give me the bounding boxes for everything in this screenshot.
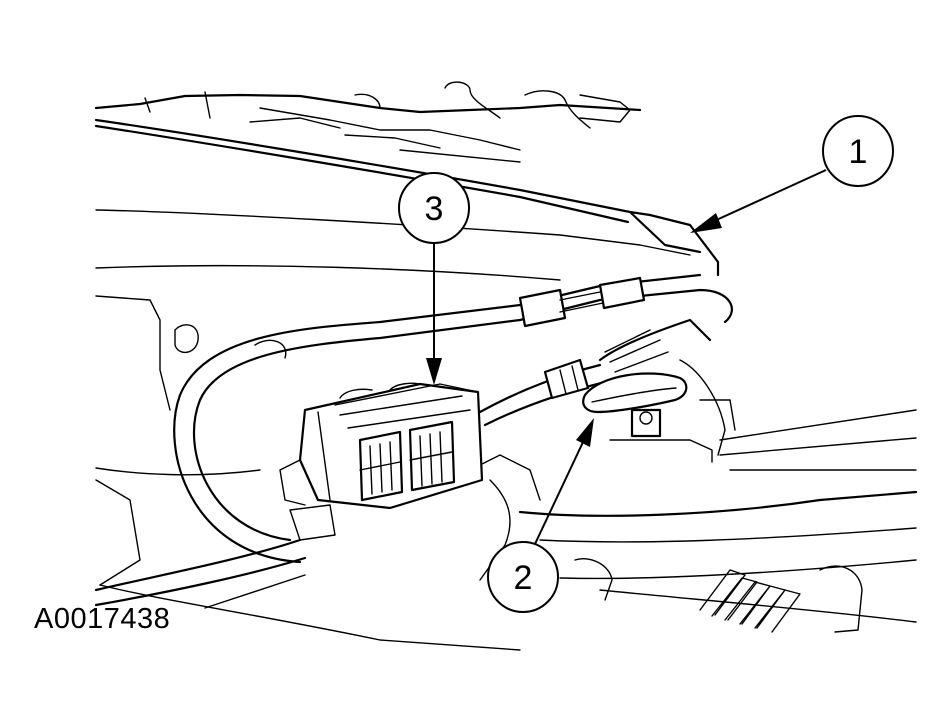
callout-1-circle [822, 115, 894, 187]
reference-leader-line [204, 574, 306, 609]
lower-body-structure [95, 324, 918, 651]
wire-harness [94, 273, 733, 607]
component-2-sensor [582, 359, 736, 463]
callout-2-number: 2 [514, 559, 533, 597]
callout-1-number: 1 [849, 133, 868, 171]
callout-3-arrowhead [426, 358, 442, 385]
callout-3-number: 3 [425, 190, 444, 228]
callout-3: 3 [398, 172, 470, 385]
figure-reference-code: A0017438 [34, 603, 171, 635]
callout-2-leader [534, 439, 585, 545]
callout-1-arrowhead [690, 213, 722, 233]
wire-bundle [478, 318, 712, 427]
callout-1: 1 [690, 115, 894, 233]
upper-panel [94, 81, 720, 411]
callout-1-leader [711, 169, 827, 223]
component-3-connector [279, 382, 484, 541]
callout-2: 2 [487, 418, 594, 613]
callout-2-circle [487, 541, 559, 613]
callout-2-arrowhead [576, 418, 594, 447]
